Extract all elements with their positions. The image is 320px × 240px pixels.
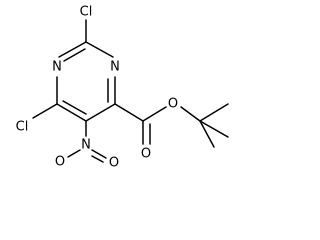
atom-n1: N [52, 60, 62, 75]
bond-nitro-o-right [91, 149, 107, 159]
bond-ctert-me-right [199, 120, 229, 138]
atom-carbonyl-o: O [141, 147, 151, 162]
bond-c2-n3 [85, 41, 114, 58]
atom-n3: N [110, 60, 120, 75]
bond-oester-ctert [180, 106, 201, 122]
atom-nitro-o-left: O [55, 155, 65, 170]
bond-c5-c4 [85, 103, 116, 122]
bond-c6-c5 [56, 103, 87, 122]
bond-c2-n1 [58, 41, 87, 58]
atom-nitro-n: N [81, 138, 91, 153]
bond-ctert-me-up [199, 103, 229, 122]
molecule-diagram: Cl N N Cl O O N O O [16, 5, 229, 171]
atom-cl-top: Cl [80, 5, 93, 20]
atom-nitro-o-right: O [109, 156, 119, 171]
bond-nitro-o-right-inner [91, 155, 104, 163]
bond-c6-cl [32, 103, 58, 119]
bond-c4-ccarb [114, 103, 144, 122]
bond-nitro-o-left [67, 149, 81, 158]
bond-c6-c5-inner [62, 100, 87, 115]
bonds [32, 19, 229, 163]
atom-labels: Cl N N Cl O O N O O [16, 5, 178, 171]
atom-ester-o: O [168, 97, 178, 112]
bond-ccarb-oester [142, 106, 167, 122]
atom-cl-left: Cl [16, 120, 29, 135]
bond-c2-n1-inner [63, 48, 86, 62]
bond-ctert-me-down [199, 120, 215, 148]
